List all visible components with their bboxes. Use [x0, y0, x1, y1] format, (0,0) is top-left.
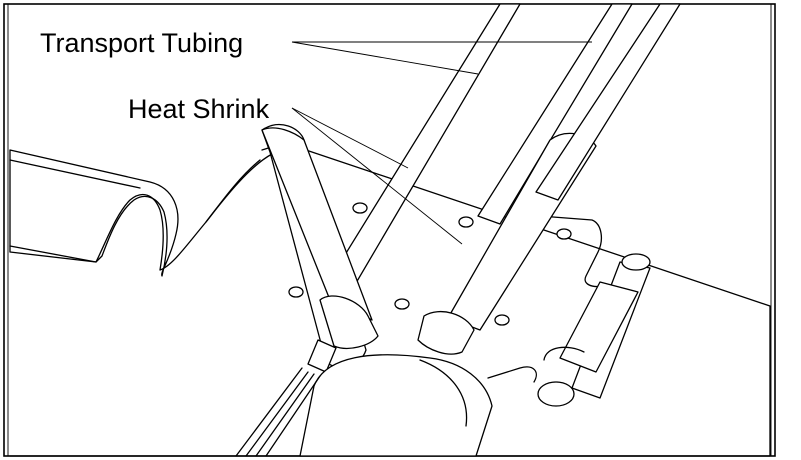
heat-shrink-label: Heat Shrink	[128, 94, 270, 124]
mounting-hole-3	[556, 228, 572, 240]
mounting-hole-4	[288, 286, 304, 298]
tubing-assembly-3	[535, 3, 681, 201]
bracket-flange	[9, 149, 179, 277]
tube-end-1	[319, 295, 379, 350]
housing-clip	[487, 366, 537, 383]
post-top-cap	[621, 253, 651, 271]
cable-4	[265, 375, 321, 457]
post-collar	[543, 346, 585, 361]
tubing-assembly-1	[261, 3, 521, 373]
housing-seam	[419, 359, 468, 427]
connector-housing	[299, 354, 493, 457]
mounting-hole-2	[458, 216, 474, 228]
transport-tube-3	[535, 3, 681, 201]
transport-tubing-label: Transport Tubing	[40, 28, 243, 58]
cable-3	[255, 373, 315, 457]
bracket-tab	[539, 215, 641, 288]
cable-bundle	[235, 367, 321, 457]
mounting-hole-1	[352, 202, 368, 214]
transport-tube-2	[477, 3, 633, 225]
mounting-hole-5	[394, 298, 410, 310]
bracket-plate-outline	[9, 147, 771, 457]
heat-shrink-body-1	[261, 127, 373, 321]
mounting-hole-6	[494, 314, 510, 326]
post-bottom-cap	[537, 381, 575, 407]
leader-heat-1	[291, 107, 409, 169]
tube-end-2	[417, 311, 475, 355]
mounting-bracket	[9, 137, 771, 457]
leader-heat-2	[291, 107, 463, 245]
post-fitting	[537, 253, 651, 407]
cable-1	[235, 367, 303, 457]
cable-2	[245, 371, 309, 457]
leader-transport-2	[291, 41, 479, 75]
